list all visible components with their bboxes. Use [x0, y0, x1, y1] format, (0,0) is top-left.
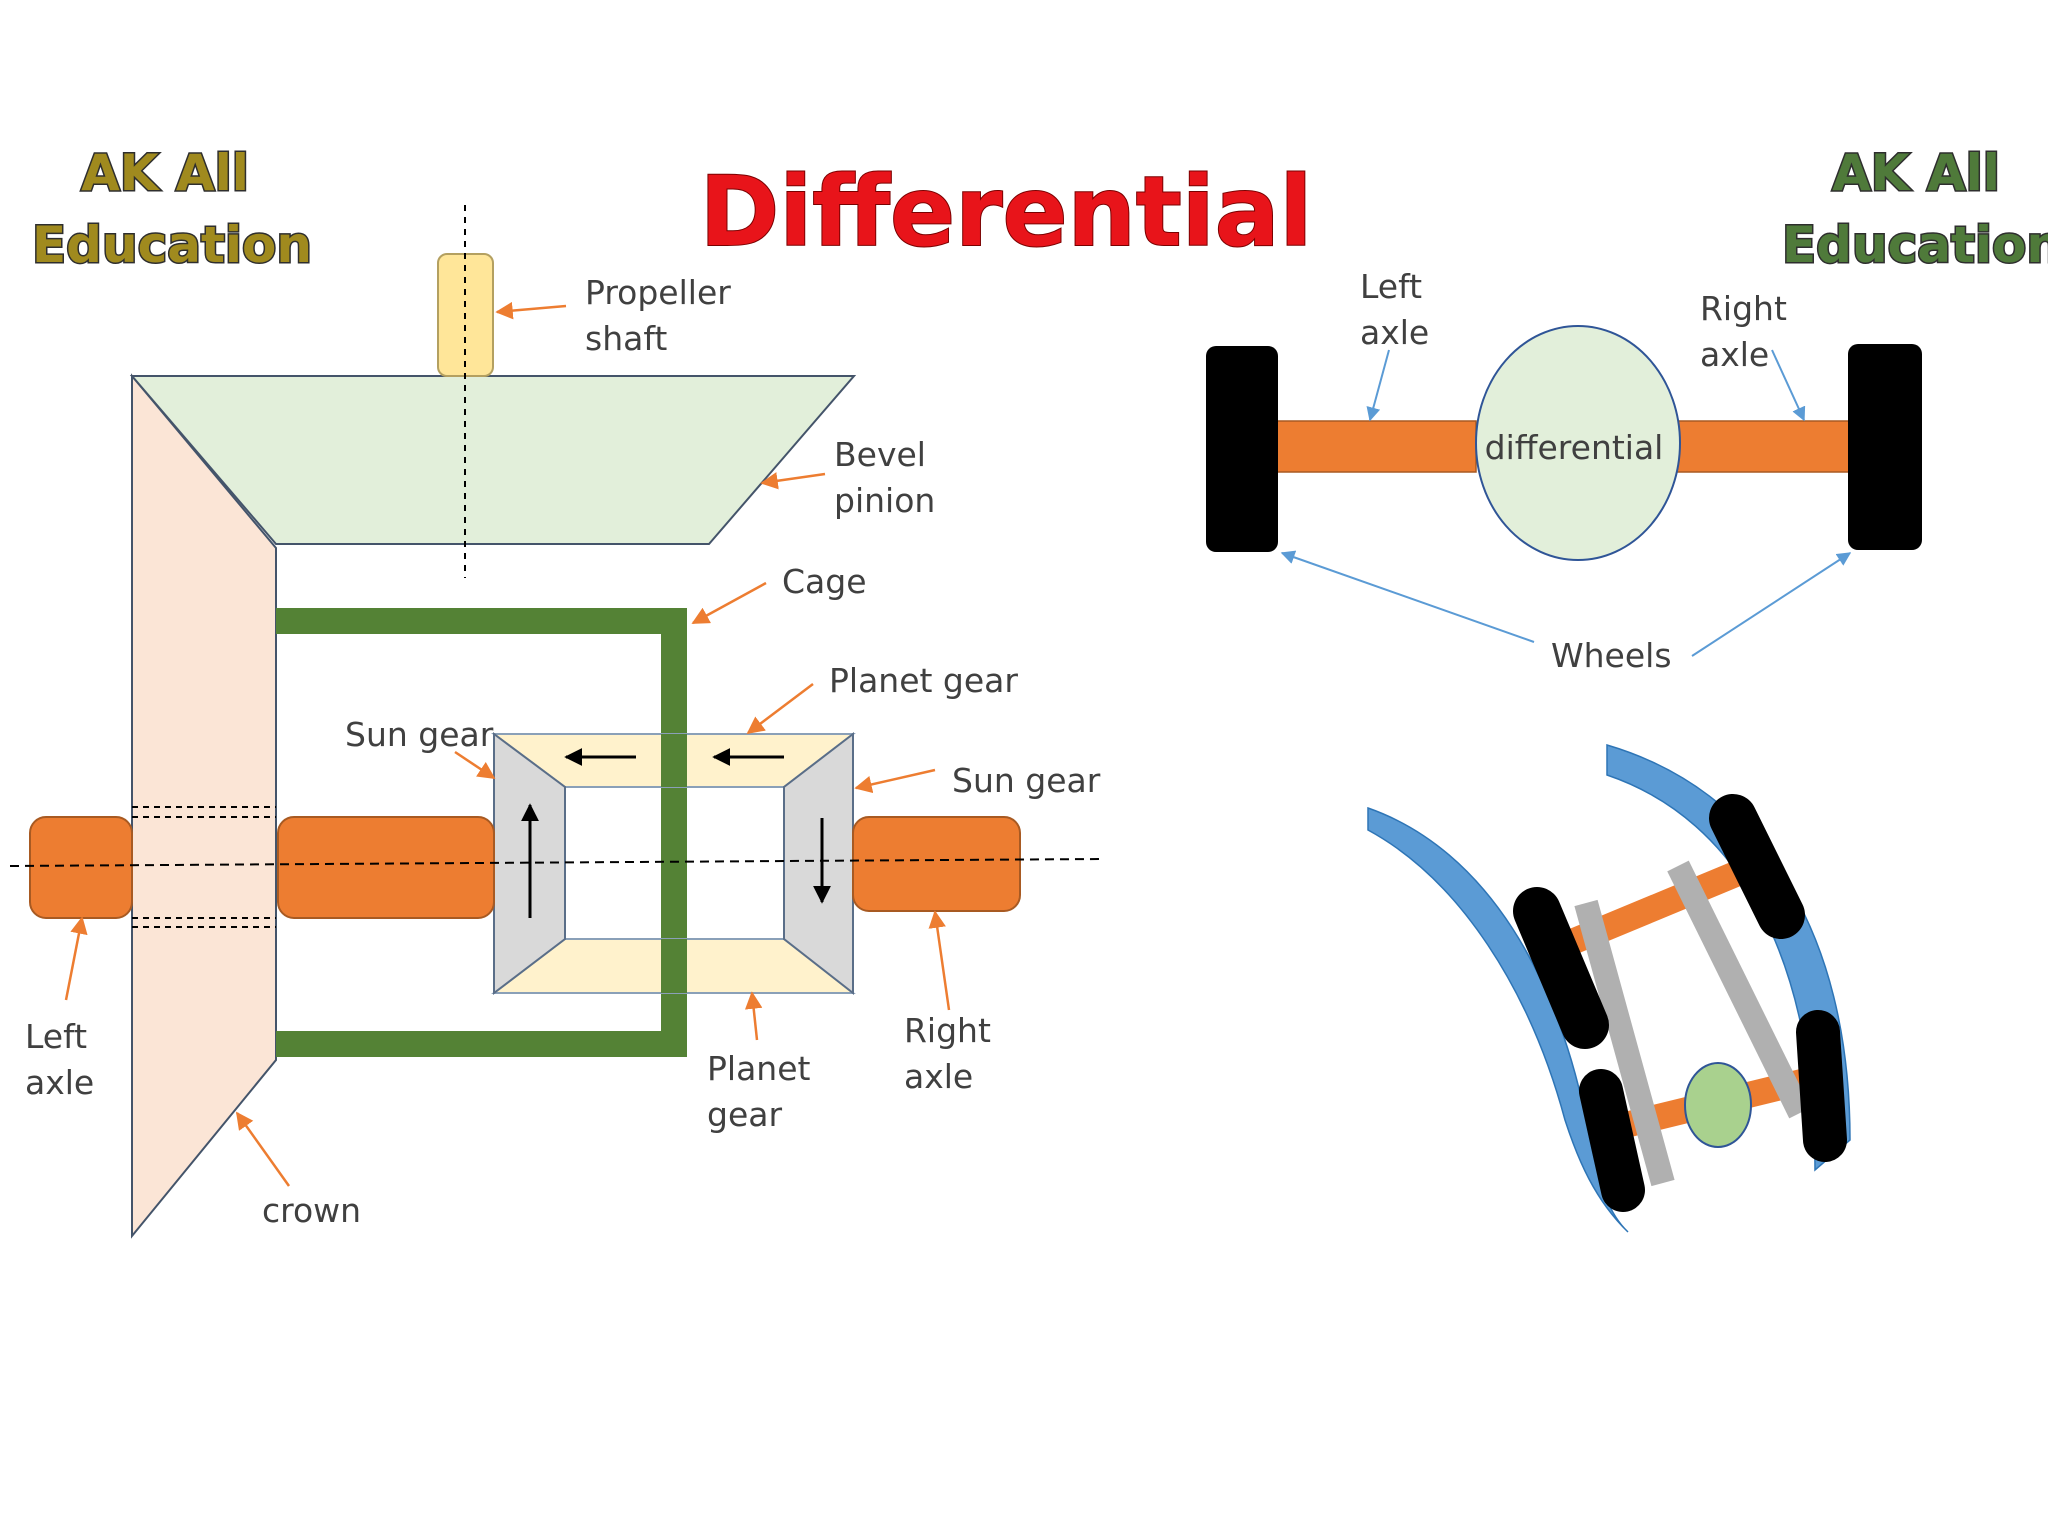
brand-right-line1: AK All	[1832, 144, 2000, 202]
label-overview-left-axle-line1: Left	[1360, 267, 1422, 306]
axle-centerline	[9, 858, 1101, 867]
overview-axle-right	[1675, 420, 1851, 473]
label-overview-left-axle-line2: axle	[1360, 313, 1429, 352]
label-planet-gear-bottom-line1: Planet	[707, 1049, 811, 1088]
bevel-pinion	[129, 375, 857, 545]
turning-wheel-rear-right	[1796, 1010, 1847, 1162]
turning-wheel-front-left	[1513, 887, 1609, 1049]
labels-left: Propeller shaft Bevel pinion Cage Planet…	[25, 273, 1101, 1230]
rotation-arrows	[521, 748, 831, 918]
sun-gear-right	[783, 731, 854, 996]
label-bevel-pinion-line2: pinion	[834, 481, 935, 520]
label-sun-gear-left: Sun gear	[345, 715, 494, 754]
brand-right-line2: Education	[1782, 216, 2048, 274]
overview-wheel-right	[1848, 344, 1922, 550]
turning-wheel-front-right	[1709, 794, 1805, 939]
leader-lines-overview	[1280, 349, 1852, 657]
leader-lines-left	[64, 301, 951, 1187]
label-right-axle-line2: axle	[904, 1057, 973, 1096]
label-cage: Cage	[782, 562, 867, 601]
left-axle-inner	[277, 816, 495, 919]
label-right-axle-line1: Right	[904, 1011, 991, 1050]
brand-right: AK All Education	[1781, 143, 2048, 276]
label-propeller-shaft-line1: Propeller	[585, 273, 731, 312]
turning-differential	[1684, 1062, 1752, 1148]
turning-wheel-rear-left	[1579, 1069, 1645, 1212]
label-planet-gear-top: Planet gear	[829, 661, 1018, 700]
cage-bar-top	[661, 734, 687, 787]
overview-differential	[1475, 325, 1681, 561]
label-differential: differential	[1485, 428, 1664, 467]
label-overview-right-axle-line2: axle	[1700, 335, 1769, 374]
brand-left-line1: AK All	[81, 144, 249, 202]
label-left-axle-line1: Left	[25, 1017, 87, 1056]
axle-hidden-lines	[132, 806, 276, 928]
turning-vehicle	[1367, 743, 1851, 1233]
label-planet-gear-bottom-line2: gear	[707, 1095, 782, 1134]
label-propeller-shaft-line2: shaft	[585, 319, 667, 358]
label-sun-gear-right: Sun gear	[952, 761, 1101, 800]
turning-rod-right	[1667, 860, 1811, 1119]
brand-left: AK All Education	[31, 143, 314, 276]
right-axle	[852, 816, 1021, 912]
brand-left-line2: Education	[32, 216, 312, 274]
cage	[276, 608, 687, 1057]
axle-overview: differential Left axle Right axle Wheels	[1206, 267, 1922, 675]
label-crown: crown	[262, 1191, 361, 1230]
differential-cross-section: Propeller shaft Bevel pinion Cage Planet…	[9, 205, 1101, 1239]
turning-rod-left	[1574, 899, 1675, 1187]
turning-front-axle	[1538, 853, 1760, 967]
label-bevel-pinion-line1: Bevel	[834, 435, 926, 474]
overview-wheel-left	[1206, 346, 1278, 552]
cage-bar-bottom	[661, 939, 687, 993]
label-wheels: Wheels	[1551, 636, 1672, 675]
overview-axle-left	[1275, 420, 1477, 473]
page-title: Differential	[700, 156, 1313, 268]
left-axle-outer	[29, 816, 133, 919]
label-left-axle-line2: axle	[25, 1063, 94, 1102]
label-overview-right-axle-line1: Right	[1700, 289, 1787, 328]
